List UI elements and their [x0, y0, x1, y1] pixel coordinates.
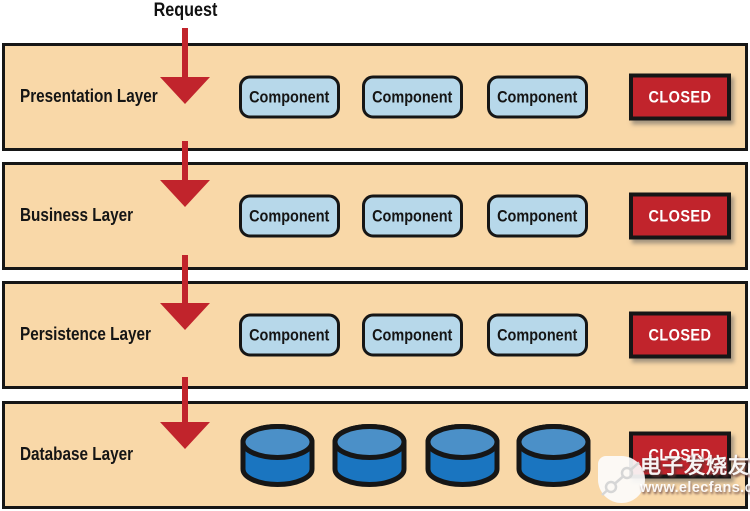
- component-label: Component: [372, 206, 453, 225]
- request-arrow-shaft: [182, 255, 188, 304]
- component-box: Component: [239, 194, 340, 238]
- request-arrow-shaft: [182, 141, 188, 181]
- request-label: Request: [115, 0, 255, 22]
- closed-label: CLOSED: [648, 87, 712, 106]
- component-label: Component: [372, 325, 453, 344]
- database-cylinder-icon: [240, 424, 315, 487]
- component-box: Component: [362, 75, 463, 119]
- request-arrow-head: [160, 180, 210, 207]
- layer-band-business: Business Layer Component Component Compo…: [2, 162, 748, 270]
- layer-label: Presentation Layer: [20, 86, 158, 107]
- closed-badge: CLOSED: [629, 311, 731, 359]
- closed-badge: CLOSED: [629, 431, 731, 479]
- component-box: Component: [239, 75, 340, 119]
- elecfans-logo-icon: [598, 456, 645, 503]
- layer-label: Persistence Layer: [20, 324, 151, 345]
- component-label: Component: [372, 87, 453, 106]
- component-label: Component: [497, 87, 578, 106]
- component-box: Component: [362, 194, 463, 238]
- component-box: Component: [487, 75, 588, 119]
- layer-band-persistence: Persistence Layer Component Component Co…: [2, 281, 748, 389]
- closed-label: CLOSED: [648, 445, 712, 464]
- watermark-site-url: www.elecfans.com: [640, 480, 750, 496]
- component-box: Component: [239, 313, 340, 357]
- request-arrow-shaft: [182, 377, 188, 423]
- request-label-text: Request: [153, 0, 217, 21]
- closed-badge: CLOSED: [629, 192, 731, 240]
- component-label: Component: [249, 206, 330, 225]
- layer-label: Database Layer: [20, 444, 134, 465]
- component-label: Component: [497, 206, 578, 225]
- closed-label: CLOSED: [648, 206, 712, 225]
- database-cylinder-icon: [516, 424, 591, 487]
- request-arrow-head: [160, 422, 210, 449]
- closed-badge: CLOSED: [629, 73, 731, 121]
- database-cylinder-icon: [425, 424, 500, 487]
- request-arrow-shaft: [182, 28, 188, 78]
- watermark-site-name: 电子发烧友: [640, 455, 750, 478]
- request-arrow-head: [160, 303, 210, 330]
- layer-band-presentation: Presentation Layer Component Component C…: [2, 43, 748, 151]
- component-box: Component: [487, 313, 588, 357]
- component-label: Component: [249, 325, 330, 344]
- component-box: Component: [487, 194, 588, 238]
- layer-band-database: Database Layer CLOSED: [2, 401, 748, 509]
- request-arrow-head: [160, 77, 210, 104]
- component-label: Component: [249, 87, 330, 106]
- closed-label: CLOSED: [648, 325, 712, 344]
- layer-label: Business Layer: [20, 205, 134, 226]
- component-label: Component: [497, 325, 578, 344]
- watermark: 电子发烧友 www.elecfans.com: [594, 450, 750, 510]
- component-box: Component: [362, 313, 463, 357]
- database-cylinder-icon: [332, 424, 407, 487]
